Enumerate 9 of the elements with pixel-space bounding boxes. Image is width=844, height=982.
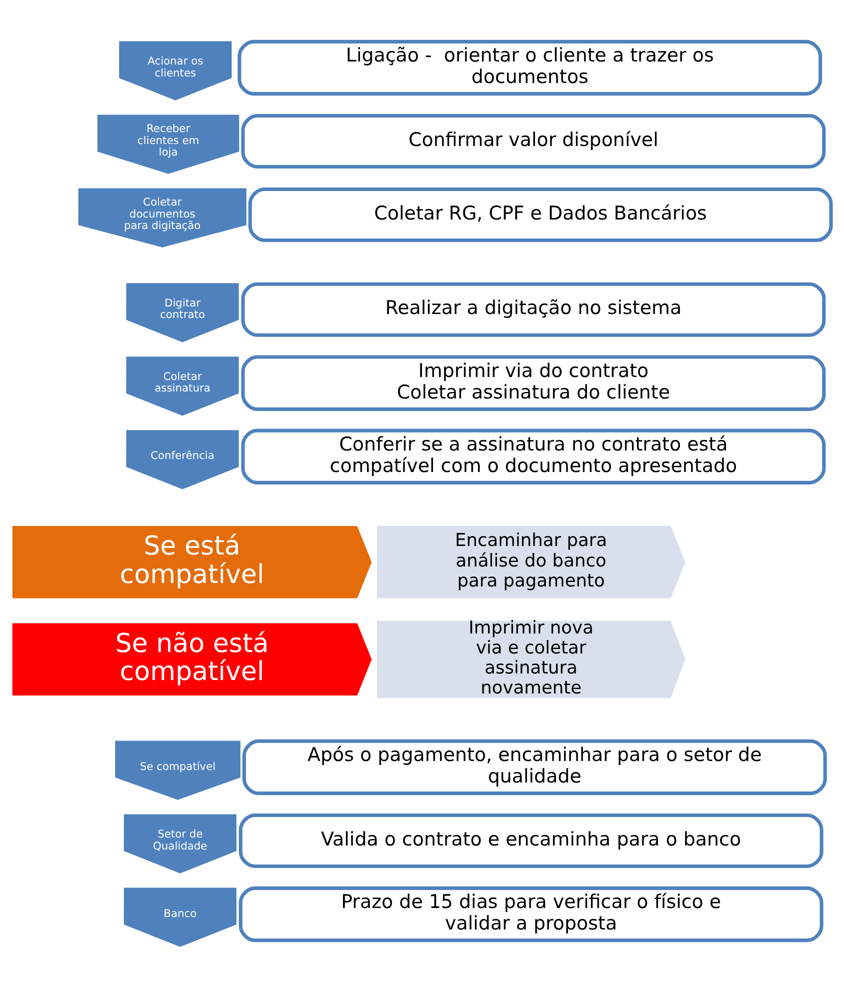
node-box: Após o pagamento, encaminhar para o setor de qualidade — [242, 739, 827, 796]
node-box: Imprimir via do contrato Coletar assinatura do cliente — [241, 355, 826, 411]
node-box: Realizar a digitação no sistema — [241, 282, 826, 337]
node-box: Conferir se a assinatura no contrato está compatível com o documento apresentado — [241, 428, 826, 484]
node-box: Confirmar valor disponível — [241, 114, 826, 169]
node-box: Ligação - orientar o cliente a trazer os documentos — [238, 40, 822, 96]
node-box: Prazo de 15 dias para verificar o físico e validar a proposta — [238, 886, 824, 942]
node-box: Coletar RG, CPF e Dados Bancários — [248, 188, 833, 242]
node-box: Valida o contrato e encaminha para o banco — [238, 813, 824, 868]
